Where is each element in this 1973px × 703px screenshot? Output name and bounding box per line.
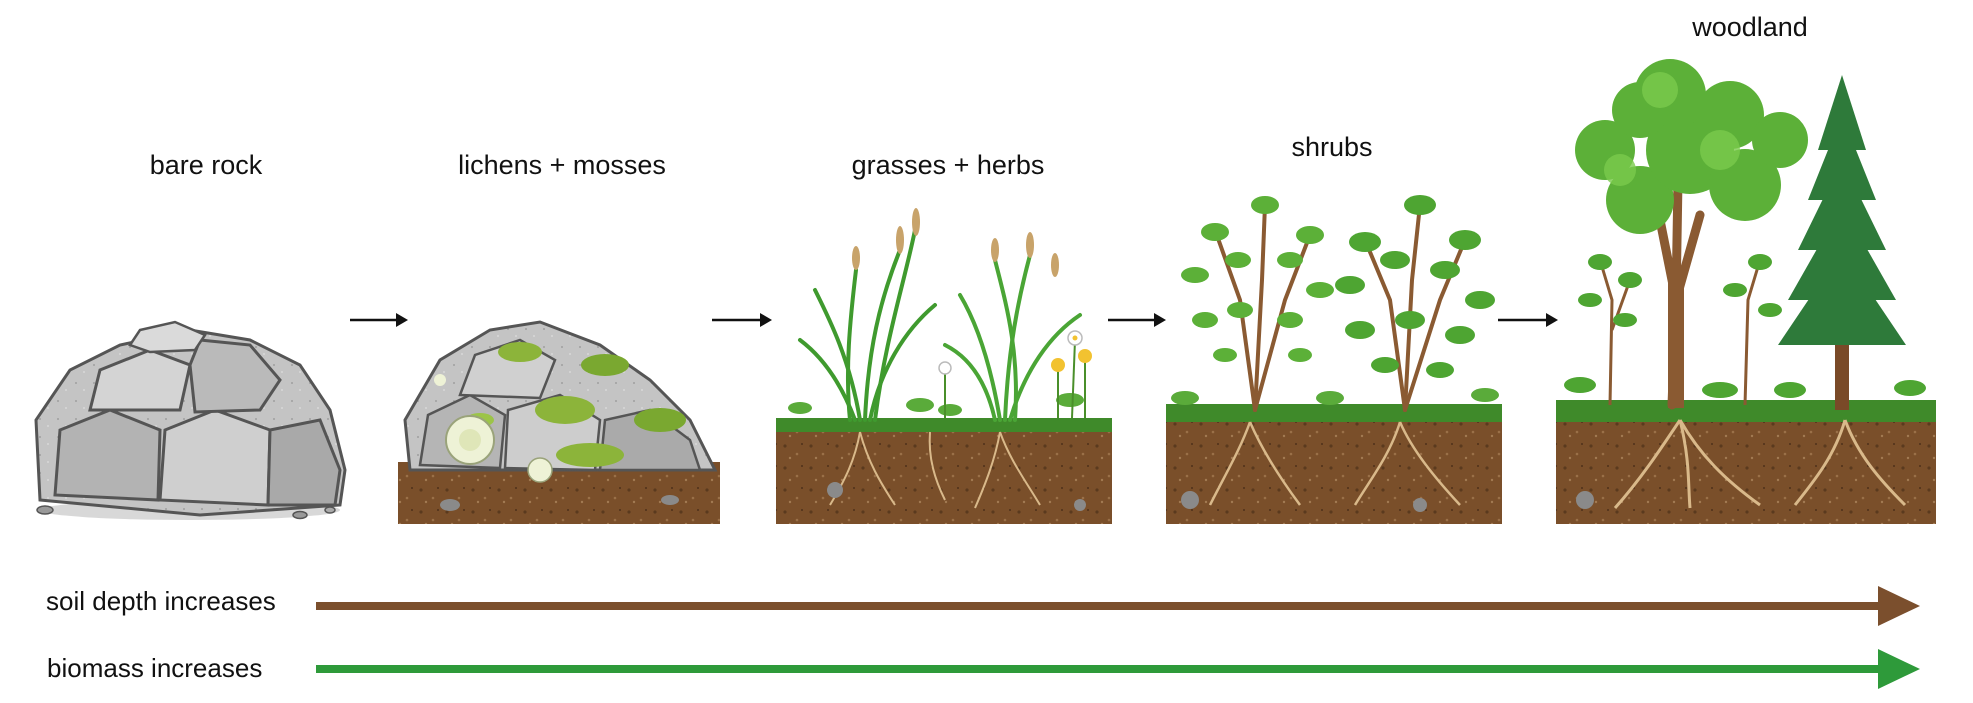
stage-label-grasses-herbs: grasses + herbs — [851, 150, 1045, 180]
biomass-arrow — [316, 649, 1920, 689]
lichens-mosses-illustration — [398, 320, 720, 524]
deciduous-canopy — [1575, 59, 1808, 234]
stage-label-shrubs: shrubs — [1291, 132, 1373, 162]
bare-rock-illustration — [34, 320, 347, 520]
stage-arrow-4 — [1498, 313, 1558, 327]
stage-arrow-2 — [712, 313, 772, 327]
stage-label-bare-rock: bare rock — [149, 150, 263, 180]
soil-depth-label: soil depth increases — [46, 586, 276, 616]
stage-arrow-1 — [350, 313, 408, 327]
conifer-tree — [1778, 75, 1906, 345]
soil-depth-arrow — [316, 586, 1920, 626]
shrubs-illustration — [1166, 195, 1502, 524]
stage-label-woodland: woodland — [1692, 12, 1808, 42]
stage-arrow-3 — [1108, 313, 1166, 327]
biomass-label: biomass increases — [47, 653, 263, 683]
woodland-illustration — [1556, 59, 1936, 524]
stage-label-lichens-mosses: lichens + mosses — [458, 150, 666, 180]
grasses-herbs-illustration — [776, 208, 1112, 524]
